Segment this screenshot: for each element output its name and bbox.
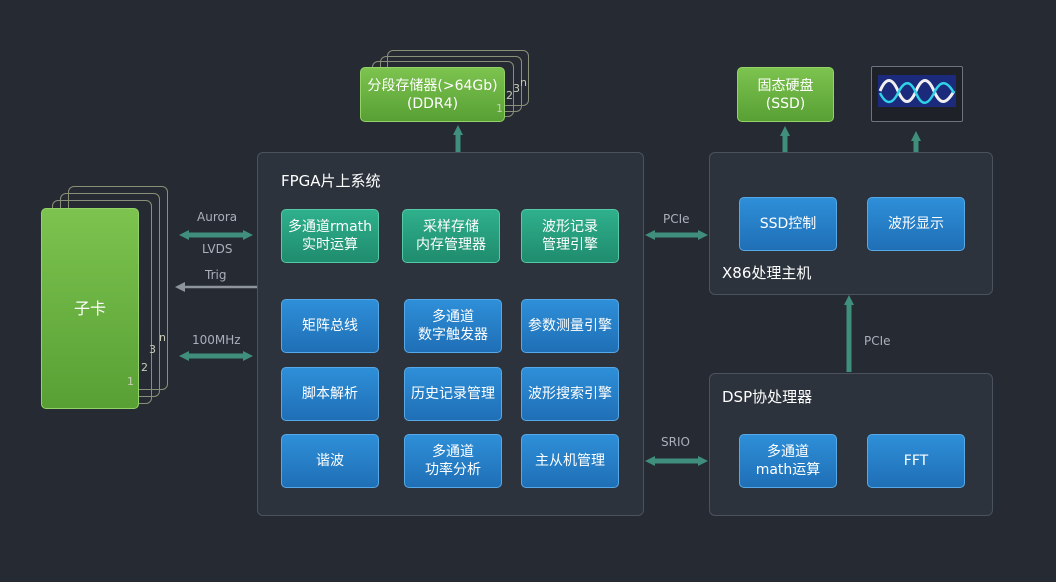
block-memory-manager: 采样存储 内存管理器 — [402, 209, 500, 263]
block-master-slave: 主从机管理 — [521, 434, 619, 488]
block-wave-display: 波形显示 — [867, 197, 965, 251]
memory-stack-num-n: n — [520, 76, 527, 89]
memory-block: 分段存储器(>64Gb) (DDR4) — [360, 67, 505, 122]
ssd-block: 固态硬盘 (SSD) — [737, 67, 834, 122]
x86-title: X86处理主机 — [722, 264, 812, 282]
block-wave-search: 波形搜索引擎 — [521, 367, 619, 421]
label-pcie-fpga-x86: PCIe — [663, 212, 690, 226]
subcard-stack-num-2: 2 — [141, 361, 148, 374]
block-digital-trigger: 多通道 数字触发器 — [404, 299, 502, 353]
label-srio: SRIO — [661, 435, 690, 449]
memory-stack-num-3: 3 — [513, 82, 520, 95]
memory-stack-num-2: 2 — [506, 89, 513, 102]
subcard-stack-num-1: 1 — [127, 375, 134, 388]
label-pcie-dsp-x86: PCIe — [864, 334, 891, 348]
block-param-measure: 参数测量引擎 — [521, 299, 619, 353]
monitor-icon — [871, 66, 963, 122]
subcard-block: 子卡 — [41, 208, 139, 409]
block-script-parse: 脚本解析 — [281, 367, 379, 421]
block-matrix-bus: 矩阵总线 — [281, 299, 379, 353]
subcard-stack-num-3: 3 — [149, 343, 156, 356]
block-power-analysis: 多通道 功率分析 — [404, 434, 502, 488]
block-history-manager: 历史记录管理 — [404, 367, 502, 421]
fpga-title: FPGA片上系统 — [281, 172, 381, 190]
waveform-icon — [878, 79, 956, 104]
label-lvds: LVDS — [202, 242, 233, 256]
block-ssd-control: SSD控制 — [739, 197, 837, 251]
block-harmonic: 谐波 — [281, 434, 379, 488]
block-dsp-math: 多通道 math运算 — [739, 434, 837, 488]
label-100mhz: 100MHz — [192, 333, 241, 347]
monitor-screen — [878, 75, 956, 107]
block-fft: FFT — [867, 434, 965, 488]
dsp-title: DSP协处理器 — [722, 388, 813, 406]
subcard-stack-num-n: n — [159, 331, 166, 344]
label-aurora: Aurora — [197, 210, 238, 224]
block-wave-record: 波形记录 管理引擎 — [521, 209, 619, 263]
block-rmath: 多通道rmath 实时运算 — [281, 209, 379, 263]
memory-stack-num-1: 1 — [496, 102, 503, 115]
label-trig: Trig — [205, 268, 227, 282]
